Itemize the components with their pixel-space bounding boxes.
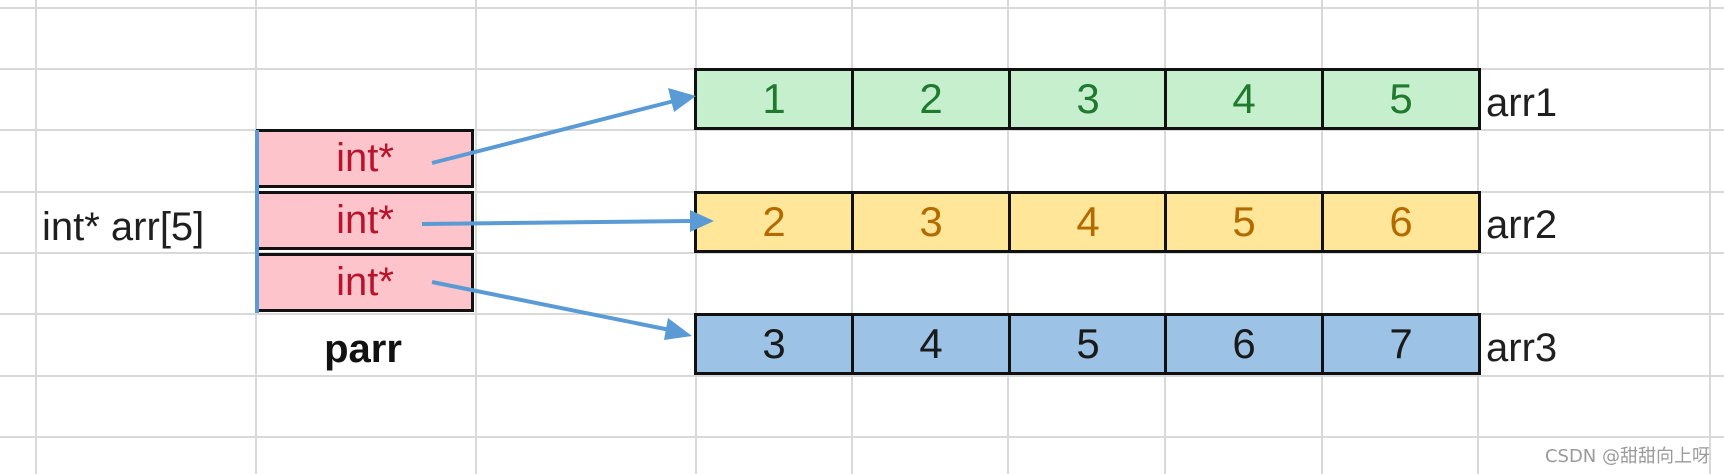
array-cell: 4 [1164, 68, 1324, 130]
array-cell: 5 [1164, 191, 1324, 253]
arrowhead-arr2 [690, 210, 714, 232]
pointer-cell: int* [256, 129, 474, 188]
arrowhead-arr1 [668, 88, 696, 112]
declaration-label: int* arr[5] [42, 205, 205, 249]
arrowhead-arr3 [664, 318, 692, 340]
array-cell: 1 [694, 68, 854, 130]
array-cell: 3 [1008, 68, 1168, 130]
array-name-arr1: arr1 [1486, 81, 1558, 125]
array-cell: 4 [851, 313, 1011, 375]
arrow-to-arr2 [421, 219, 691, 226]
array-cell: 7 [1321, 313, 1481, 375]
array-cell: 2 [851, 68, 1011, 130]
pointer-array-label: parr [324, 327, 402, 371]
watermark: CSDN @甜甜向上呀 [1544, 446, 1710, 467]
array-cell: 5 [1008, 313, 1168, 375]
pointer-array-edge [255, 130, 259, 313]
pointer-cell: int* [256, 191, 474, 250]
arrow-to-arr1 [431, 99, 675, 165]
array-cell: 5 [1321, 68, 1481, 130]
array-name-arr3: arr3 [1486, 326, 1558, 370]
array-name-arr2: arr2 [1486, 203, 1558, 247]
array-cell: 6 [1321, 191, 1481, 253]
arrow-to-arr3 [431, 280, 671, 332]
